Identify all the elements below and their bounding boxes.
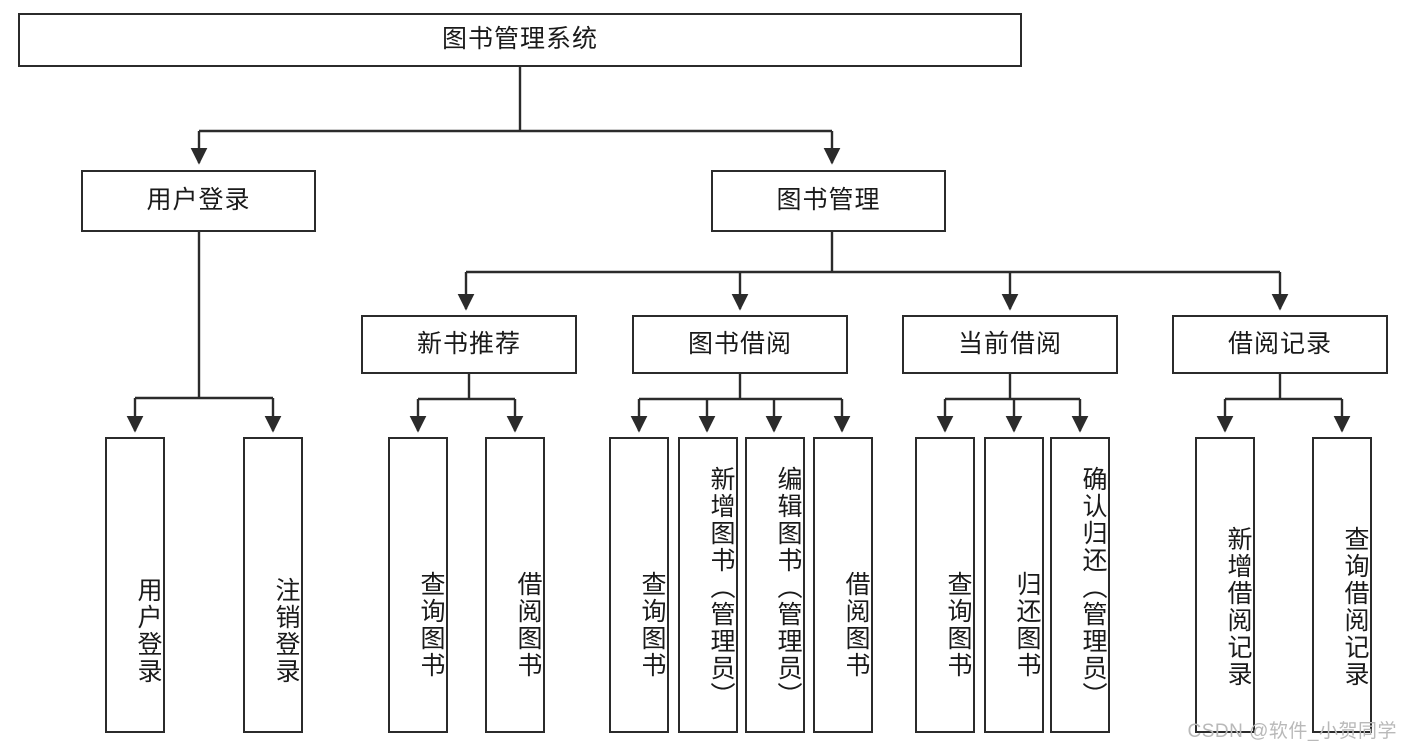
node-label: 新书推荐 <box>416 329 521 358</box>
csdn-watermark: CSDN @软件_小贺同学 <box>1187 721 1397 742</box>
node-label: 归还图书 <box>1013 571 1041 679</box>
node-label: 图书借阅 <box>687 329 792 358</box>
leaf-user-login-signin[interactable]: 用户登录 <box>105 437 165 733</box>
node-book-management[interactable]: 图书管理 <box>711 170 946 232</box>
node-label: 新增借阅记录 <box>1224 526 1252 688</box>
node-new-book-recommend[interactable]: 新书推荐 <box>361 315 577 374</box>
leaf-recommend-query-book[interactable]: 查询图书 <box>388 437 448 733</box>
node-root-system[interactable]: 图书管理系统 <box>18 13 1022 67</box>
node-label: 借阅记录 <box>1227 329 1332 358</box>
node-label: 借阅图书 <box>842 571 870 679</box>
node-label: 新增图书（管理员） <box>707 465 735 709</box>
node-book-borrow[interactable]: 图书借阅 <box>632 315 848 374</box>
node-label: 用户登录 <box>134 577 162 685</box>
node-label: 借阅图书 <box>514 571 542 679</box>
node-user-login[interactable]: 用户登录 <box>81 170 316 232</box>
node-label: 图书管理系统 <box>441 25 598 54</box>
node-borrow-record[interactable]: 借阅记录 <box>1172 315 1388 374</box>
leaf-borrow-query-book[interactable]: 查询图书 <box>609 437 669 733</box>
node-label: 用户登录 <box>146 186 251 215</box>
leaf-current-query-book[interactable]: 查询图书 <box>915 437 975 733</box>
node-label: 查询图书 <box>638 571 666 679</box>
node-label: 图书管理 <box>776 186 881 215</box>
leaf-borrow-add-book-admin[interactable]: 新增图书（管理员） <box>678 437 738 733</box>
node-current-borrow[interactable]: 当前借阅 <box>902 315 1118 374</box>
node-label: 查询图书 <box>944 571 972 679</box>
leaf-current-confirm-return-admin[interactable]: 确认归还（管理员） <box>1050 437 1110 733</box>
node-label: 当前借阅 <box>957 329 1062 358</box>
node-label: 注销登录 <box>272 577 300 685</box>
node-label: 查询图书 <box>417 571 445 679</box>
leaf-record-query-record[interactable]: 查询借阅记录 <box>1312 437 1372 733</box>
node-label: 查询借阅记录 <box>1341 526 1369 688</box>
leaf-user-login-signout[interactable]: 注销登录 <box>243 437 303 733</box>
leaf-recommend-borrow-book[interactable]: 借阅图书 <box>485 437 545 733</box>
node-label: 编辑图书（管理员） <box>774 465 802 709</box>
leaf-record-add-record[interactable]: 新增借阅记录 <box>1195 437 1255 733</box>
leaf-borrow-borrow-book[interactable]: 借阅图书 <box>813 437 873 733</box>
node-label: 确认归还（管理员） <box>1079 465 1107 709</box>
leaf-current-return-book[interactable]: 归还图书 <box>984 437 1044 733</box>
leaf-borrow-edit-book-admin[interactable]: 编辑图书（管理员） <box>745 437 805 733</box>
